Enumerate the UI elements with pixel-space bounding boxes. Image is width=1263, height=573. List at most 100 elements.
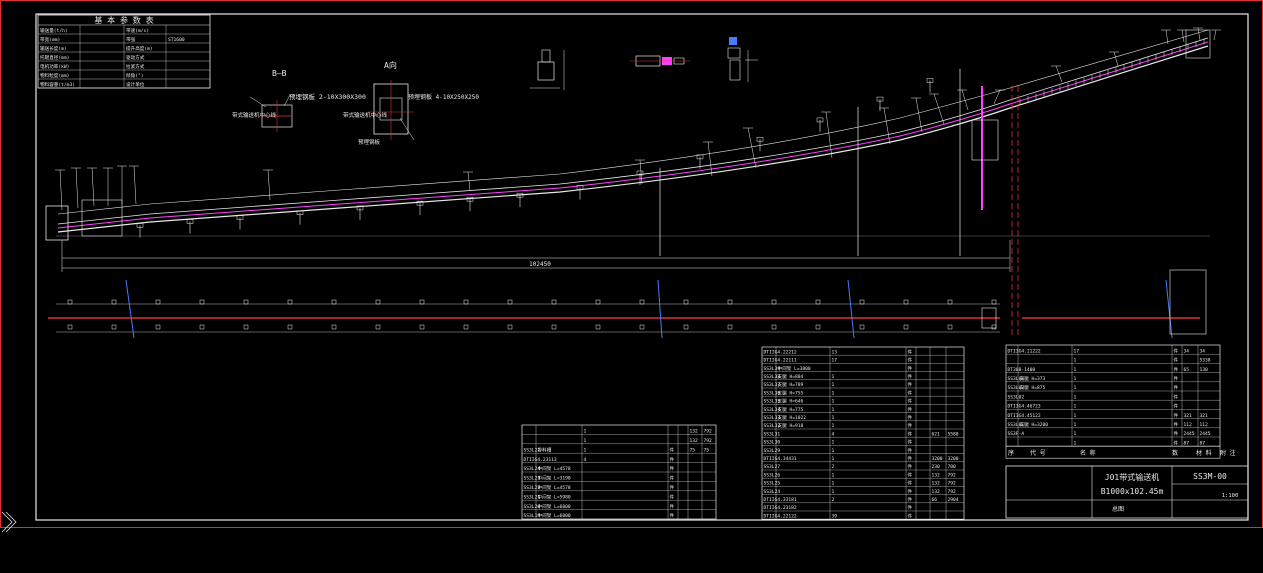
title-block: J01带式输送机 B1000x102.45m SS3M-00 1:100 总图 — [1005, 465, 1249, 519]
bom_left-cell: SS3L20 — [524, 504, 541, 510]
bom_mid-cell: 132 — [932, 481, 941, 487]
bom_mid-cell: 件 — [908, 471, 913, 478]
bom_left-cell: 中间架 L=3190 — [538, 475, 571, 482]
head-pulley-frame — [1185, 29, 1211, 59]
params-cell: 驱动方式 — [126, 54, 145, 61]
bom-footer-label: 序 — [1008, 449, 1014, 457]
bom_mid-cell: 792 — [948, 472, 957, 478]
params-cell: 电机功率(kW) — [40, 63, 69, 70]
bom_left-cell: SS3L19 — [524, 513, 541, 519]
ucs-corner-icon — [1, 511, 17, 533]
bom_mid-cell: 件 — [908, 398, 913, 405]
bom_mid-cell: DTIIG4.22111 — [764, 358, 797, 364]
bom_right-cell: 1 — [1074, 394, 1077, 400]
bom_right-cell: 1 — [1074, 440, 1077, 446]
title-spec: B1000x102.45m — [1101, 487, 1164, 496]
bom_mid-cell: SS3L29 — [764, 448, 781, 454]
bom_right-cell: DTIIG4.21222 — [1008, 348, 1041, 354]
bom_right-cell: 321 — [1184, 413, 1193, 419]
bom_mid-cell: 1 — [832, 440, 835, 446]
bom_mid-cell: DTIIG4.23182 — [764, 505, 797, 511]
bom_left-cell: 中间架 L=5980 — [538, 493, 571, 500]
bom_right-cell: 件 — [1174, 412, 1179, 419]
belt-lower-line — [57, 45, 1209, 233]
params-cell: 托辊直径(mm) — [40, 54, 69, 61]
bom_left-cell: 导料槽 — [538, 446, 552, 453]
bom_left-cell: SS3L21 — [524, 494, 541, 500]
view-a-label: A向 — [384, 60, 397, 70]
bom_right-cell: 112 — [1200, 422, 1209, 428]
bom_right-cell: 321 — [1200, 413, 1209, 419]
bom_mid-cell: SS3L35 — [764, 399, 781, 405]
params-cell: 输送量(t/h) — [40, 27, 68, 34]
belt-upper-line — [57, 37, 1209, 225]
bom_right-cell: 件 — [1174, 375, 1179, 382]
bom_mid-cell: SS3L25 — [764, 481, 781, 487]
bom_mid-cell: 1 — [832, 390, 835, 396]
bom_left-cell: 132 — [690, 438, 699, 444]
bom_mid-cell: SS3L39 — [764, 366, 781, 372]
bom_right-cell: 130 — [1200, 367, 1209, 373]
bom_left-cell: 件 — [670, 493, 675, 500]
params-cell: 物料容重(t/m3) — [40, 81, 75, 88]
bom_mid-cell: 13 — [832, 349, 838, 355]
bom_left-cell: SS3L24 — [524, 466, 541, 472]
bom_right-cell: 1 — [1074, 404, 1077, 410]
params-cell: ST1600 — [168, 37, 185, 43]
bom_mid-cell: 件 — [908, 373, 913, 380]
params-cell: 带宽(mm) — [40, 36, 60, 43]
bom_mid-cell: 3200 — [932, 456, 943, 462]
bom_mid-cell: 4 — [832, 431, 835, 437]
bom_mid-cell: 2 — [832, 497, 835, 503]
dimension-chain: 102450 — [61, 240, 1011, 272]
bom_mid-cell: 700 — [948, 464, 957, 470]
bom_mid-cell: 2 — [832, 464, 835, 470]
bom_left-cell: 1 — [584, 438, 587, 444]
bom_right-cell: 112 — [1184, 422, 1193, 428]
bom_right-cell: 件 — [1174, 384, 1179, 391]
params-cell: 带速(m/s) — [126, 28, 149, 34]
bom-footer-label: 代 号 — [1030, 449, 1046, 457]
drive-unit — [971, 119, 999, 161]
bom_mid-cell: 1 — [832, 481, 835, 487]
title-item: 总图 — [1112, 505, 1124, 513]
cover-line — [57, 29, 1209, 215]
bom_mid-cell: 件 — [908, 389, 913, 396]
bom_mid-cell: 1 — [832, 374, 835, 380]
a-note-plate-1: 预埋钢板 4-10X250X250 — [408, 93, 479, 101]
bom_left-cell: 132 — [690, 429, 699, 435]
params-cell: 倾角(°) — [126, 72, 144, 79]
bom_left-cell: 792 — [704, 438, 713, 444]
bom_mid-cell: 792 — [948, 489, 957, 495]
conveyor-elevation — [45, 27, 1221, 335]
bom_mid-cell: SS3L33 — [764, 415, 781, 421]
bom_mid-cell: SS3L38 — [764, 374, 781, 380]
bom_mid-cell: 件 — [908, 480, 913, 487]
bom_mid-cell: 支腿 H=918 — [778, 422, 804, 429]
bom_mid-cell: 支腿 H=1022 — [778, 414, 807, 421]
bom_left-cell: SS3L23 — [524, 476, 541, 482]
bom_mid-cell: DTIIG4.33181 — [764, 497, 797, 503]
params-cell: 设计单位 — [126, 81, 145, 88]
bom_left-cell: SS3L22 — [524, 485, 541, 491]
bom_mid-cell: 件 — [908, 430, 913, 437]
bom_right-cell: SS3L01 — [1008, 422, 1025, 428]
bom_mid-cell: 1 — [832, 415, 835, 421]
bom_right-cell: DT308-1400 — [1008, 367, 1036, 373]
bom-footer-label: 数 — [1172, 449, 1178, 457]
bom_mid-cell: 621 — [932, 431, 941, 437]
bom_mid-cell: 1 — [832, 382, 835, 388]
bom_right-cell: 支腿 H=875 — [1020, 384, 1046, 391]
bom_right-cell: 件 — [1174, 393, 1179, 400]
bom_right-cell: 件 — [1174, 403, 1179, 410]
bom_right-cell: SS3F-A — [1008, 431, 1025, 437]
bom_mid-cell: 件 — [908, 348, 913, 355]
bom_mid-cell: 件 — [908, 406, 913, 413]
bom_right-cell: 87 — [1184, 440, 1190, 446]
bom_right-cell: 支腿 H=373 — [1020, 375, 1046, 382]
bom_right-cell: 34 — [1200, 348, 1206, 354]
bom-footer-label: 名 称 — [1080, 449, 1096, 457]
